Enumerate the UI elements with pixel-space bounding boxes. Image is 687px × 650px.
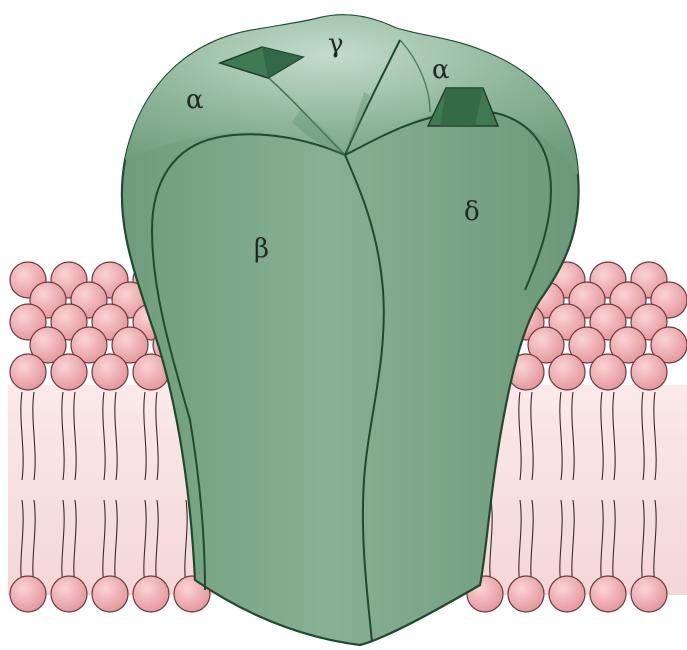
label-alpha-left: α — [186, 85, 204, 115]
label-delta: δ — [464, 197, 480, 227]
lipid-head — [631, 576, 667, 612]
lipid-head — [92, 576, 128, 612]
lipid-head — [590, 576, 626, 612]
label-gamma: γ — [328, 29, 344, 59]
lipid-head — [51, 354, 87, 390]
label-alpha-right: α — [432, 55, 450, 85]
lipid-head — [549, 576, 585, 612]
lipid-head — [549, 354, 585, 390]
lipid-head — [133, 576, 169, 612]
lipid-head — [92, 354, 128, 390]
lipid-head — [51, 576, 87, 612]
lipid-head — [10, 354, 46, 390]
lipid-head — [10, 576, 46, 612]
lipid-head — [508, 576, 544, 612]
label-beta: β — [254, 234, 269, 264]
lipid-head — [590, 354, 626, 390]
lipid-head — [631, 354, 667, 390]
